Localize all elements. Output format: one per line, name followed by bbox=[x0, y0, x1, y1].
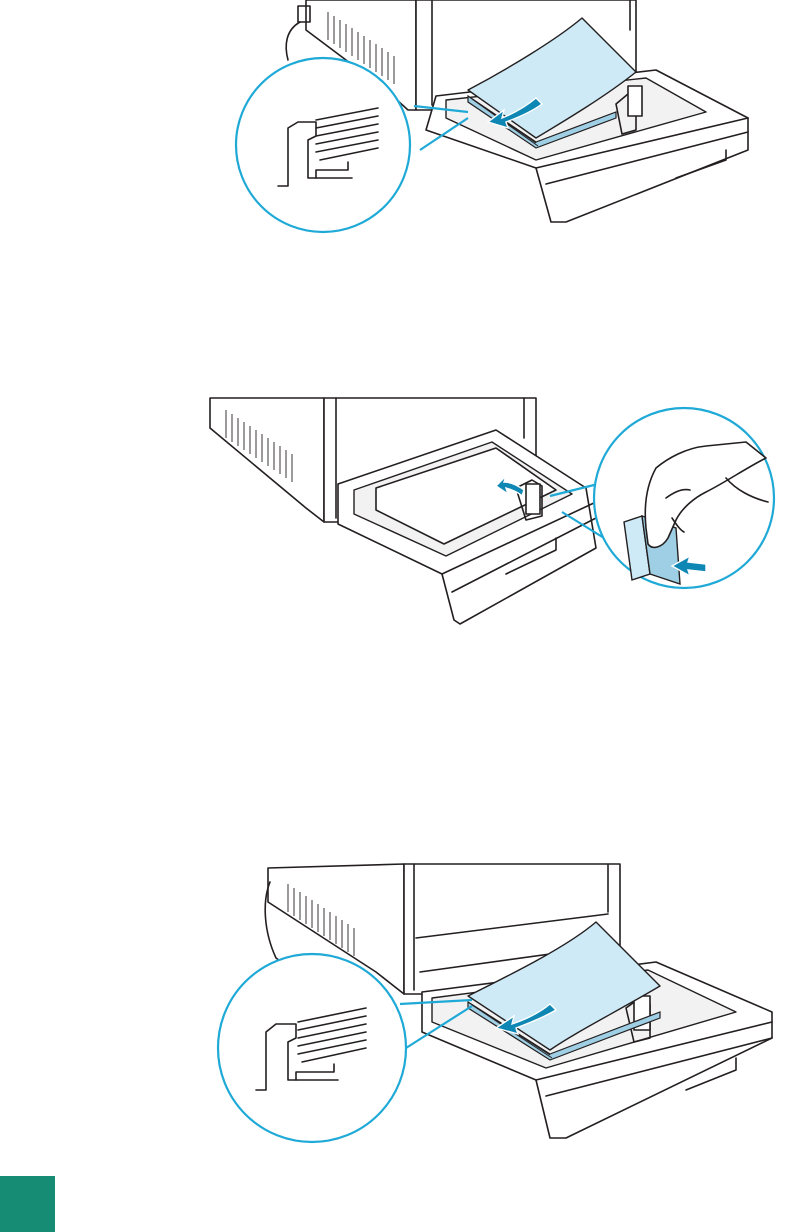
figure-adjust-guide bbox=[206, 398, 776, 630]
page-tab-marker bbox=[0, 1176, 55, 1232]
figure-load-paper-tray-2 bbox=[216, 862, 778, 1144]
figure-load-paper bbox=[236, 0, 756, 240]
